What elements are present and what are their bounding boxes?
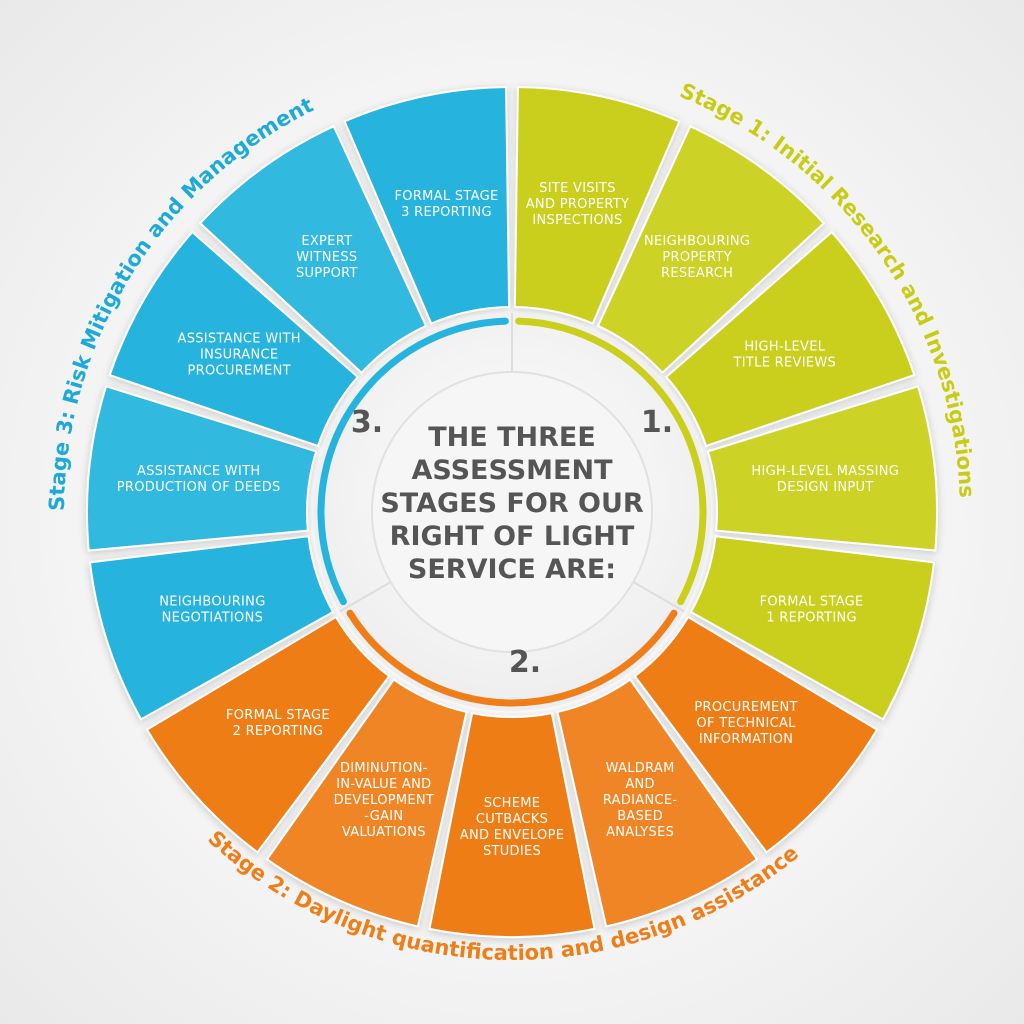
- stage-2-ring-arc: [346, 609, 678, 707]
- segment-expert-witness-support: [198, 124, 428, 375]
- stage-3-ring-arc: [317, 317, 509, 606]
- hub-divider: [339, 581, 392, 613]
- segment-procurement-of-technical-information: [633, 615, 879, 854]
- stage-1-number: 1.: [641, 405, 673, 440]
- segment-waldram-and-radiance-based-analyses: [556, 678, 759, 928]
- stage-2-number: 2.: [509, 645, 541, 680]
- segment-high-level-massing-design-input: [706, 385, 938, 552]
- segment-site-visits-and-property-inspections: [513, 86, 681, 325]
- segment-high-level-title-reviews: [664, 230, 916, 448]
- stage-3-number: 3.: [351, 405, 383, 440]
- hub-inner-disc: [371, 371, 653, 653]
- segment-diminution-in-value-and-development-gain-valuations: [265, 678, 468, 928]
- segment-assistance-with-insurance-procurement: [108, 230, 360, 448]
- stage-1-ring-arc: [515, 317, 707, 606]
- segment-formal-stage-2-reporting: [145, 615, 391, 854]
- segment-neighbouring-negotiations: [88, 535, 335, 721]
- segment-neighbouring-property-research: [596, 124, 826, 375]
- segment-formal-stage-3-reporting: [343, 86, 511, 325]
- hub-divider: [632, 581, 685, 613]
- segment-assistance-with-production-of-deeds: [86, 385, 318, 552]
- segment-scheme-cutbacks-and-envelope-studies: [428, 711, 596, 938]
- segment-formal-stage-1-reporting: [689, 535, 936, 721]
